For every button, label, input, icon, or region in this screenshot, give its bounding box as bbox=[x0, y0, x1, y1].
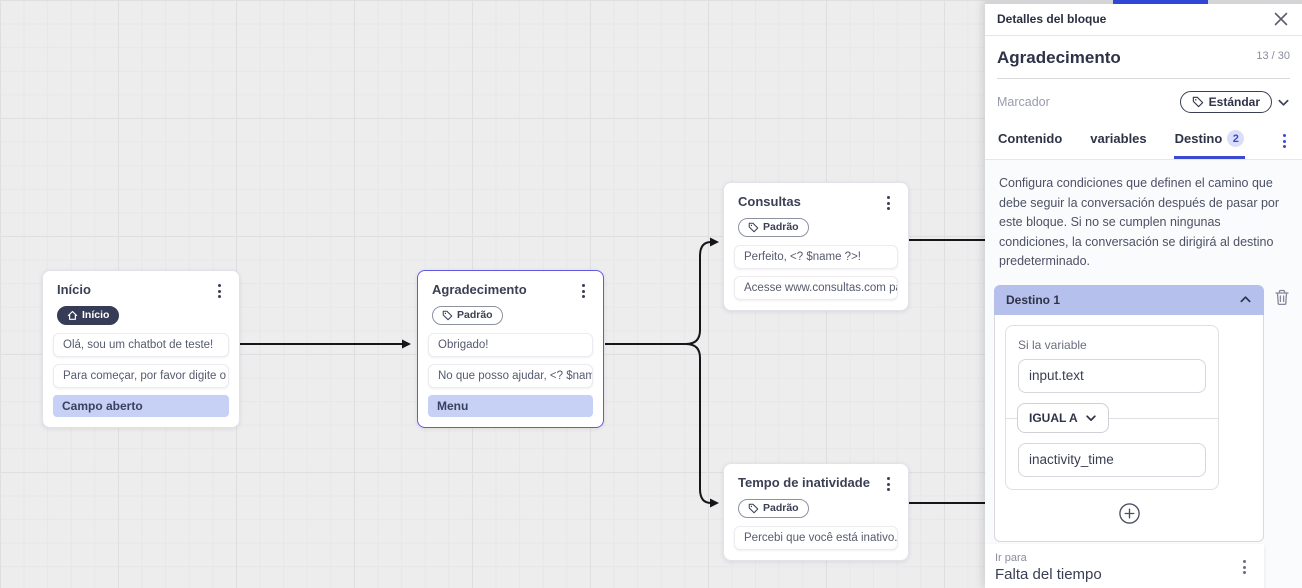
variable-input[interactable] bbox=[1018, 358, 1206, 393]
node-agradecimento[interactable]: Agradecimento Padrão Obrigado! No que po… bbox=[417, 270, 604, 428]
node-menu-icon[interactable] bbox=[883, 194, 894, 212]
panel-title: Detalles del bloque bbox=[997, 12, 1107, 26]
marker-badge: Padrão bbox=[738, 499, 809, 518]
destino-description: Configura condiciones que definen el cam… bbox=[999, 176, 1280, 268]
tag-icon bbox=[1192, 96, 1203, 108]
tab-contenido[interactable]: Contenido bbox=[998, 131, 1063, 146]
add-condition-button[interactable] bbox=[1118, 502, 1141, 525]
badge-label: Início bbox=[82, 309, 110, 321]
operator-value: IGUAL A bbox=[1029, 410, 1078, 425]
condition-card: Si la variable IGUAL A bbox=[1005, 324, 1219, 490]
block-details-panel: Detalles del bloque Agradecimento 13 / 3… bbox=[985, 0, 1302, 588]
node-output-menu[interactable]: Menu bbox=[428, 395, 593, 417]
marker-label: Marcador bbox=[997, 95, 1050, 109]
tab-destino-label: Destino bbox=[1174, 131, 1223, 146]
node-output-campo-aberto[interactable]: Campo aberto bbox=[53, 395, 229, 417]
start-badge: Início bbox=[57, 306, 120, 325]
node-menu-icon[interactable] bbox=[214, 282, 225, 300]
node-inicio[interactable]: Início Início Olá, sou um chatbot de tes… bbox=[42, 270, 240, 428]
node-title: Consultas bbox=[738, 194, 801, 209]
plus-circle-icon bbox=[1118, 502, 1140, 524]
destination-card: Destino 1 Si la variable IGUAL A bbox=[994, 284, 1264, 542]
tag-icon bbox=[748, 503, 759, 513]
node-menu-icon[interactable] bbox=[883, 475, 894, 493]
tab-variables[interactable]: variables bbox=[1090, 131, 1147, 146]
destination-header[interactable]: Destino 1 bbox=[994, 284, 1264, 315]
go-to-label: Ir para bbox=[995, 551, 1027, 564]
destino-tab-content: Configura condiciones que definen el cam… bbox=[985, 160, 1302, 588]
delete-destination-button[interactable] bbox=[1274, 289, 1290, 306]
message-card[interactable]: Olá, sou um chatbot de teste! bbox=[53, 333, 229, 357]
chevron-down-icon bbox=[1085, 414, 1096, 421]
message-card[interactable]: No que posso ajudar, <? $name ... bbox=[428, 364, 593, 388]
go-to-menu-icon[interactable] bbox=[1239, 558, 1250, 576]
tab-destino[interactable]: Destino 2 bbox=[1173, 123, 1246, 159]
destino-count-badge: 2 bbox=[1227, 130, 1245, 147]
condition-label: Si la variable bbox=[1018, 337, 1087, 352]
char-counter: 13 / 30 bbox=[1256, 50, 1290, 62]
node-title: Agradecimento bbox=[432, 282, 527, 297]
panel-tabs: Contenido variables Destino 2 bbox=[985, 123, 1302, 160]
chevron-up-icon[interactable] bbox=[1239, 293, 1252, 306]
message-card[interactable]: Percebi que você está inativo. C... bbox=[734, 526, 898, 550]
marker-value: Estándar bbox=[1208, 95, 1260, 109]
divider bbox=[997, 78, 1290, 79]
message-card[interactable]: Para começar, por favor digite o ... bbox=[53, 364, 229, 388]
flow-canvas[interactable]: Início Início Olá, sou um chatbot de tes… bbox=[0, 0, 985, 588]
badge-label: Padrão bbox=[763, 221, 799, 233]
node-title: Tempo de inatividade bbox=[738, 475, 870, 490]
marker-select[interactable]: Estándar bbox=[1179, 91, 1272, 113]
edge-agradecimento-to-tempo[interactable] bbox=[605, 343, 719, 508]
marker-badge: Padrão bbox=[738, 218, 809, 237]
tag-icon bbox=[442, 310, 453, 320]
edge-agradecimento-to-consultas[interactable] bbox=[605, 237, 719, 345]
panel-top-scroll-strip bbox=[985, 0, 1302, 4]
close-icon[interactable] bbox=[1272, 10, 1290, 28]
node-menu-icon[interactable] bbox=[578, 282, 589, 300]
message-card[interactable]: Obrigado! bbox=[428, 333, 593, 357]
block-name[interactable]: Agradecimento bbox=[997, 48, 1121, 67]
node-consultas[interactable]: Consultas Padrão Perfeito, <? $name ?>! … bbox=[723, 182, 909, 311]
flow-edges bbox=[240, 237, 985, 508]
chevron-down-icon[interactable] bbox=[1277, 96, 1290, 109]
operator-select[interactable]: IGUAL A bbox=[1017, 402, 1109, 433]
compare-value-input[interactable] bbox=[1018, 442, 1206, 477]
trash-icon bbox=[1275, 289, 1289, 305]
go-to-row[interactable]: Ir para Falta del tiempo bbox=[985, 543, 1264, 588]
go-to-value: Falta del tiempo bbox=[995, 565, 1102, 583]
node-title: Início bbox=[57, 282, 91, 297]
message-card[interactable]: Acesse www.consultas.com par... bbox=[734, 276, 898, 300]
home-icon bbox=[67, 310, 78, 320]
node-tempo-inatividade[interactable]: Tempo de inatividade Padrão Percebi que … bbox=[723, 463, 909, 561]
tabs-menu-icon[interactable] bbox=[1279, 132, 1290, 150]
badge-label: Padrão bbox=[457, 309, 493, 321]
marker-badge: Padrão bbox=[432, 306, 503, 325]
tag-icon bbox=[748, 222, 759, 232]
destination-title: Destino 1 bbox=[1006, 292, 1061, 307]
message-card[interactable]: Perfeito, <? $name ?>! bbox=[734, 245, 898, 269]
badge-label: Padrão bbox=[763, 502, 799, 514]
